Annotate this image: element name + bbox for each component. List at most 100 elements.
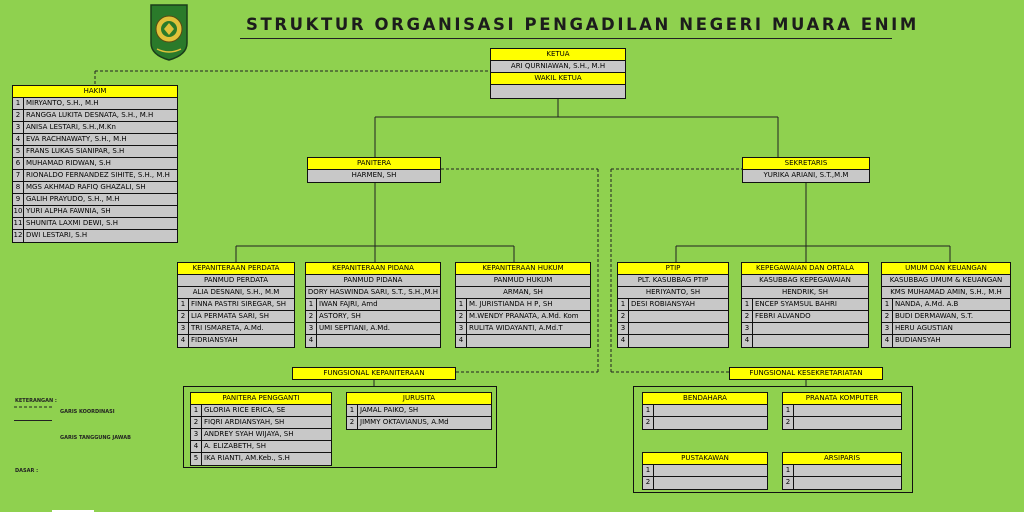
panitera-name: HARMEN, SH <box>308 170 440 182</box>
sub-name: HENDRIK, SH <box>742 287 868 299</box>
umum-keuangan-box: UMUM DAN KEUANGAN KASUBBAG UMUM & KEUANG… <box>881 262 1011 348</box>
page-title: STRUKTUR ORGANISASI PENGADILAN NEGERI MU… <box>246 15 919 34</box>
unit-label: KEPANITERAAN HUKUM <box>456 263 590 275</box>
legend-solid-line <box>14 420 52 421</box>
wakil-ketua-label: WAKIL KETUA <box>491 73 625 85</box>
ketua-label: KETUA <box>491 49 625 61</box>
legend-dashed-line <box>14 406 54 408</box>
list-item: 4 <box>618 335 728 347</box>
sekretaris-box: SEKRETARIS YURIKA ARIANI, S.T.,M.M <box>742 157 870 183</box>
list-item: 2 <box>783 477 901 489</box>
ketua-box: KETUA ARI QURNIAWAN, S.H., M.H WAKIL KET… <box>490 48 626 99</box>
kepegawaian-box: KEPEGAWAIAN DAN ORTALA KASUBBAG KEPEGAWA… <box>741 262 869 348</box>
legend-dasar: DASAR : <box>15 468 39 474</box>
pranata-komputer-box: PRANATA KOMPUTER 1 2 <box>782 392 902 430</box>
hakim-label: HAKIM <box>13 86 177 98</box>
unit-label: PUSTAKAWAN <box>643 453 767 465</box>
unit-label: JURUSITA <box>347 393 491 405</box>
legend-keterangan: KETERANGAN : <box>15 398 57 404</box>
sub-label: PLT. KASUBBAG PTIP <box>618 275 728 287</box>
list-item: 1 <box>643 405 767 417</box>
unit-label: PTIP <box>618 263 728 275</box>
legend-garis-koordinasi: GARIS KOORDINASI <box>60 409 115 415</box>
unit-label: PRANATA KOMPUTER <box>783 393 901 405</box>
sub-label: KASUBBAG KEPEGAWAIAN <box>742 275 868 287</box>
sub-name: DORY HASWINDA SARI, S.T., S.H.,M.H <box>306 287 440 299</box>
unit-label: UMUM DAN KEUANGAN <box>882 263 1010 275</box>
sub-name: HERIYANTO, SH <box>618 287 728 299</box>
kepaniteraan-perdata-box: KEPANITERAAN PERDATA PANMUD PERDATA ALIA… <box>177 262 295 348</box>
list-item: 3 <box>618 323 728 335</box>
sekretaris-label: SEKRETARIS <box>743 158 869 170</box>
list-item: 4 <box>306 335 440 347</box>
sub-label: PANMUD PIDANA <box>306 275 440 287</box>
unit-label: KEPEGAWAIAN DAN ORTALA <box>742 263 868 275</box>
list-item: 2 <box>643 477 767 489</box>
fungsional-kepaniteraan-frame <box>183 386 497 468</box>
pustakawan-box: PUSTAKAWAN 1 2 <box>642 452 768 490</box>
arsiparis-box: ARSIPARIS 1 2 <box>782 452 902 490</box>
list-item: 4 <box>456 335 590 347</box>
bendahara-box: BENDAHARA 1 2 <box>642 392 768 430</box>
legend-garis-tanggung-jawab: GARIS TANGGUNG JAWAB <box>60 435 131 441</box>
court-logo-icon <box>147 3 191 61</box>
sub-label: PANMUD PERDATA <box>178 275 294 287</box>
sekretaris-name: YURIKA ARIANI, S.T.,M.M <box>743 170 869 182</box>
fungsional-kesekretariatan-frame <box>633 386 913 493</box>
sub-name: ARMAN, SH <box>456 287 590 299</box>
list-item: 1 <box>783 465 901 477</box>
list-item: 2 <box>783 417 901 429</box>
unit-label: KEPANITERAAN PERDATA <box>178 263 294 275</box>
sub-label: KASUBBAG UMUM & KEUANGAN <box>882 275 1010 287</box>
sub-name: KMS MUHAMAD AMIN, S.H., M.H <box>882 287 1010 299</box>
list-item: 2 <box>618 311 728 323</box>
fungsional-kepaniteraan-label: FUNGSIONAL KEPANITERAAN <box>292 367 456 380</box>
kepaniteraan-pidana-box: KEPANITERAAN PIDANA PANMUD PIDANA DORY H… <box>305 262 441 348</box>
list-item: 2 <box>643 417 767 429</box>
ketua-name: ARI QURNIAWAN, S.H., M.H <box>491 61 625 73</box>
panitera-label: PANITERA <box>308 158 440 170</box>
title-underline <box>240 38 892 39</box>
wakil-ketua-name <box>491 85 625 98</box>
list-item: 1 <box>643 465 767 477</box>
list-item: 1 <box>783 405 901 417</box>
panitera-box: PANITERA HARMEN, SH <box>307 157 441 183</box>
unit-label: PANITERA PENGGANTI <box>191 393 331 405</box>
sub-name: ALIA DESNANI, S.H., M.M <box>178 287 294 299</box>
